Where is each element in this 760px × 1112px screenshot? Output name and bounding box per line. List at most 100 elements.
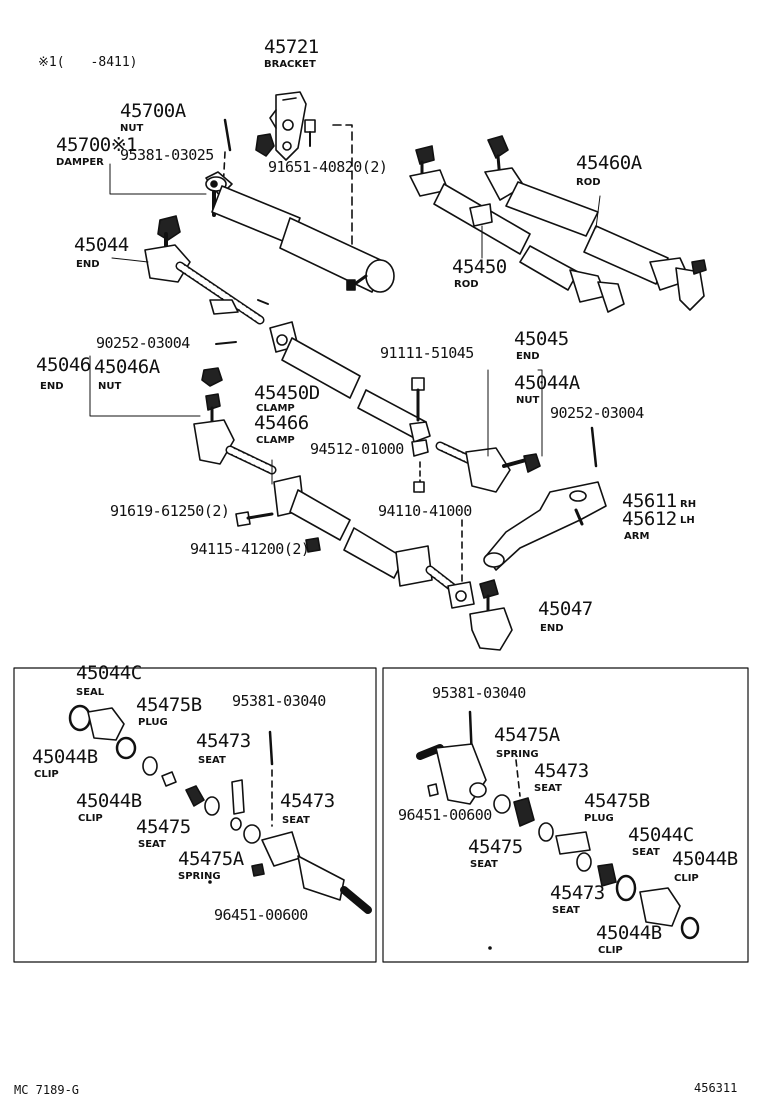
part-number-45450D: 45450D bbox=[254, 382, 320, 404]
rod-45450 bbox=[409, 145, 625, 313]
part-name-clamp: CLAMP bbox=[256, 403, 295, 414]
part-name-end: END bbox=[40, 381, 64, 392]
part-name-rod: ROD bbox=[576, 177, 601, 188]
nut-45046A bbox=[201, 367, 223, 387]
left-inset-parts bbox=[68, 704, 372, 914]
left-part-name-seat: SEAT bbox=[138, 839, 166, 850]
part-name-nut: NUT bbox=[120, 123, 144, 134]
right-part-number-45044B-2: 45044B bbox=[596, 922, 662, 944]
right-part-name-spring: SPRING bbox=[496, 749, 539, 760]
part-number-45460A: 45460A bbox=[576, 152, 642, 174]
right-part-name-plug: PLUG bbox=[584, 813, 614, 824]
left-part-name-spring: SPRING bbox=[178, 871, 221, 882]
right-part-number-45044C: 45044C bbox=[628, 824, 694, 846]
right-part-name-seat: SEAT bbox=[470, 859, 498, 870]
left-part-number-45473-a: 45473 bbox=[196, 730, 251, 752]
part-number-45466: 45466 bbox=[254, 412, 309, 434]
part-name-clamp: CLAMP bbox=[256, 435, 295, 446]
scan-dot bbox=[488, 946, 492, 950]
part-number-45721: 45721 bbox=[264, 36, 319, 58]
left-part-number-45044B-1: 45044B bbox=[32, 746, 98, 768]
part-number-45450: 45450 bbox=[452, 256, 507, 278]
left-part-name-plug: PLUG bbox=[138, 717, 168, 728]
right-part-number-45473-b: 45473 bbox=[550, 882, 605, 904]
part-number-45611: 45611 bbox=[622, 490, 677, 512]
left-part-number-45475: 45475 bbox=[136, 816, 191, 838]
inset-box-right bbox=[382, 667, 749, 963]
tie-rod-end-45046 bbox=[193, 393, 277, 475]
right-part-name-seat-a: SEAT bbox=[534, 783, 562, 794]
right-part-name-clip-1: CLIP bbox=[674, 873, 699, 884]
leader-rod-45460A bbox=[595, 195, 601, 229]
right-part-number-45044B-1: 45044B bbox=[672, 848, 738, 870]
bolt-91111 bbox=[411, 377, 425, 422]
left-part-name-seat-a: SEAT bbox=[198, 755, 226, 766]
nuts-94115 bbox=[305, 537, 321, 553]
note-label: ※1( -8411) bbox=[38, 55, 138, 70]
left-part-number-96451-00600: 96451-00600 bbox=[214, 906, 308, 924]
nut-94110 bbox=[413, 481, 425, 493]
leader-damper bbox=[109, 163, 207, 195]
right-inset-parts bbox=[416, 710, 700, 940]
right-part-name-clip-2: CLIP bbox=[598, 945, 623, 956]
nut-45700A bbox=[255, 133, 275, 157]
nut-94512 bbox=[409, 421, 431, 457]
tie-rod-end-45047 bbox=[447, 579, 513, 651]
part-number-45045: 45045 bbox=[514, 328, 569, 350]
tie-rod-end-45044 bbox=[144, 215, 265, 325]
part-name-rh: RH bbox=[680, 499, 697, 510]
bolts-91619 bbox=[235, 511, 274, 527]
part-name-nut: NUT bbox=[516, 395, 540, 406]
right-part-number-45475: 45475 bbox=[468, 836, 523, 858]
scan-dot bbox=[208, 880, 212, 884]
part-number-91619-61250: 91619-61250(2) bbox=[110, 502, 230, 520]
part-number-94110-41000: 94110-41000 bbox=[378, 502, 472, 520]
part-number-45700: 45700※1 bbox=[56, 134, 138, 156]
part-name-end: END bbox=[76, 259, 100, 270]
footer-code-right: 456311 bbox=[694, 1081, 738, 1095]
part-number-94512-01000: 94512-01000 bbox=[310, 440, 404, 458]
footer-code-left: MC 7189-G bbox=[14, 1083, 80, 1097]
part-number-45046: 45046 bbox=[36, 354, 91, 376]
left-part-name-seal: SEAL bbox=[76, 687, 105, 698]
pitman-arm-45611-45612 bbox=[483, 481, 607, 571]
part-number-90252-03004-a: 90252-03004 bbox=[96, 334, 190, 352]
left-part-number-45044B-2: 45044B bbox=[76, 790, 142, 812]
right-part-number-96451-00600: 96451-00600 bbox=[398, 806, 492, 824]
left-part-number-45044C: 45044C bbox=[76, 662, 142, 684]
left-part-name-clip-2: CLIP bbox=[78, 813, 103, 824]
left-part-number-45473-b: 45473 bbox=[280, 790, 335, 812]
part-name-end: END bbox=[516, 351, 540, 362]
bolt-95381-03025 bbox=[223, 118, 232, 152]
part-number-91111-51045: 91111-51045 bbox=[380, 344, 474, 362]
part-number-90252-03004-b: 90252-03004 bbox=[550, 404, 644, 422]
left-part-number-45475A: 45475A bbox=[178, 848, 244, 870]
rod-45460A bbox=[484, 135, 707, 311]
tie-rod-end-45045 bbox=[435, 441, 541, 493]
part-number-94115-41200: 94115-41200(2) bbox=[190, 540, 310, 558]
part-number-45046A: 45046A bbox=[94, 356, 160, 378]
part-name-rod: ROD bbox=[454, 279, 479, 290]
clamp-45466-assembly bbox=[273, 475, 471, 603]
damper-45700 bbox=[205, 171, 395, 293]
clamp-45450D-assembly bbox=[215, 299, 427, 441]
leader-end-45046 bbox=[89, 355, 201, 417]
right-part-number-45475B: 45475B bbox=[584, 790, 650, 812]
part-number-45700A: 45700A bbox=[120, 100, 186, 122]
right-part-number-45473-a: 45473 bbox=[534, 760, 589, 782]
cotter-pin-90252-b bbox=[590, 426, 598, 468]
part-number-45044: 45044 bbox=[74, 234, 129, 256]
part-name-end: END bbox=[540, 623, 564, 634]
right-part-number-45475A: 45475A bbox=[494, 724, 560, 746]
bracket-45721 bbox=[269, 91, 307, 161]
part-number-45044A: 45044A bbox=[514, 372, 580, 394]
part-name-arm: ARM bbox=[624, 531, 650, 542]
left-part-number-45475B: 45475B bbox=[136, 694, 202, 716]
left-part-name-seat-b: SEAT bbox=[282, 815, 310, 826]
part-number-91651-40820: 91651-40820(2) bbox=[268, 158, 388, 176]
right-part-name-seat-c: SEAT bbox=[632, 847, 660, 858]
bolts-91651 bbox=[304, 119, 353, 269]
inset-box-left bbox=[13, 667, 377, 963]
right-part-name-seat-b: SEAT bbox=[552, 905, 580, 916]
